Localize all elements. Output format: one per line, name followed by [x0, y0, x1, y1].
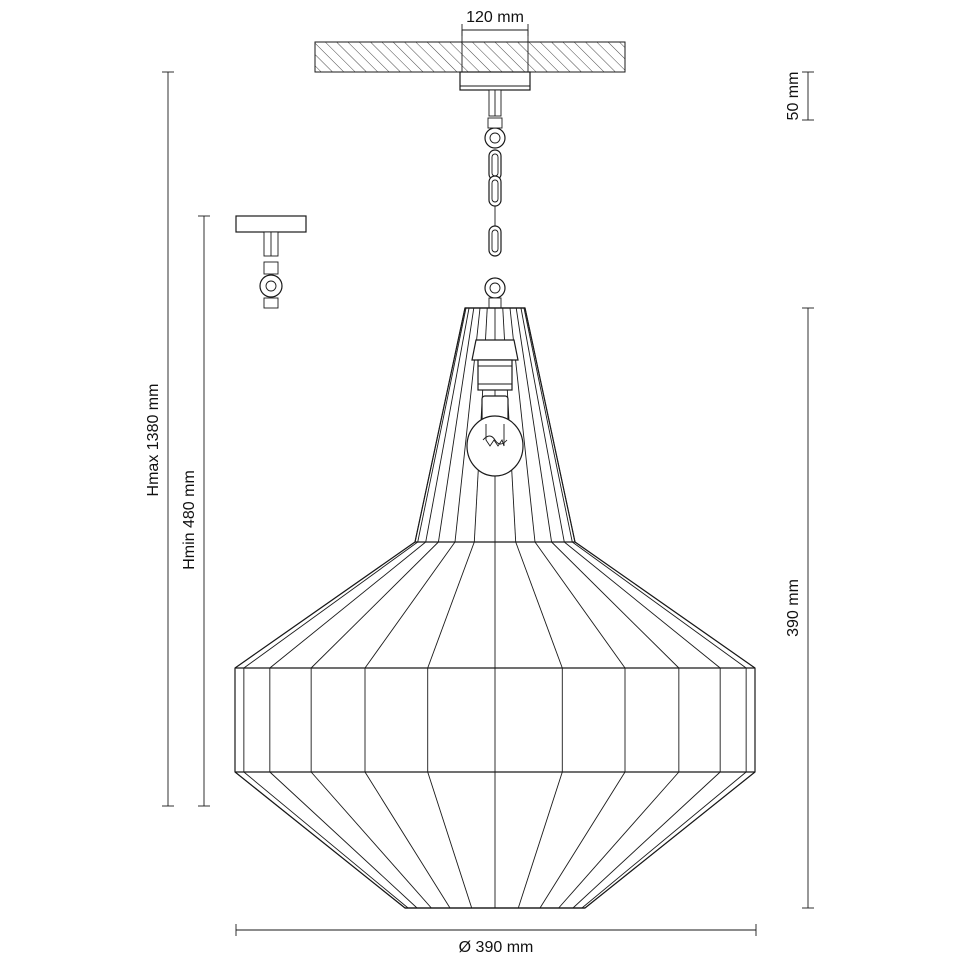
- shade-diameter-dimension: Ø 390 mm: [235, 924, 757, 956]
- bulb-socket: [471, 339, 519, 423]
- chain: [484, 89, 506, 309]
- height-max-label: Hmax 1380 mm: [145, 384, 162, 497]
- height-min-label: Hmin 480 mm: [181, 470, 198, 570]
- canopy-width-label: 120 mm: [466, 9, 524, 26]
- shade-height-label: 390 mm: [785, 579, 802, 637]
- ceiling: [314, 41, 626, 73]
- height-min-dimension: Hmin 480 mm: [181, 215, 210, 807]
- lamp-shade: [234, 307, 756, 909]
- height-max-dimension: Hmax 1380 mm: [145, 71, 174, 807]
- canopy-width-dimension: 120 mm: [461, 9, 529, 72]
- canopy-height-dimension: 50 mm: [785, 72, 814, 121]
- min-height-canopy-detail: [235, 215, 307, 309]
- canopy: [459, 71, 531, 91]
- shade-diameter-label: Ø 390 mm: [459, 939, 534, 956]
- shade-height-dimension: 390 mm: [785, 307, 814, 909]
- canopy-height-label: 50 mm: [785, 72, 802, 121]
- bulb-icon: [466, 415, 524, 477]
